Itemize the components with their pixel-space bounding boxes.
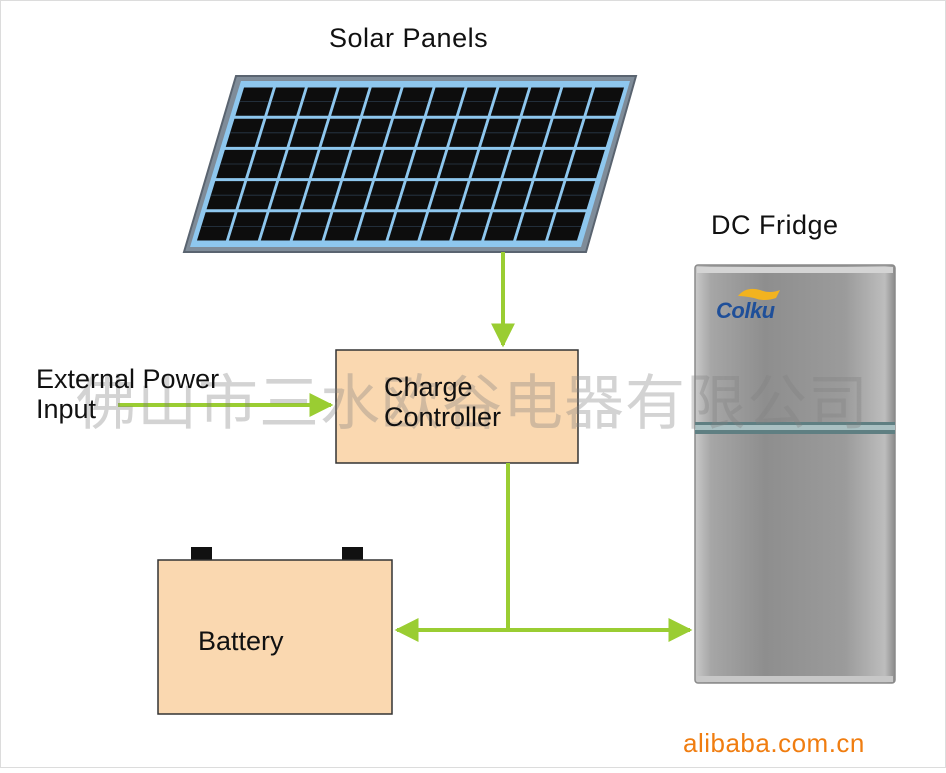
- watermark-text: 佛山市三水欧谷电器有限公司: [76, 369, 869, 439]
- battery-box: [157, 559, 393, 715]
- external-power-label: External Power Input: [36, 364, 219, 424]
- charge-controller-box: [335, 349, 579, 464]
- solar-panels-label: Solar Panels: [329, 23, 489, 53]
- fridge-door-divider-highlight: [695, 425, 895, 430]
- dc-fridge: [694, 264, 896, 684]
- dc-fridge-label: DC Fridge: [711, 210, 839, 240]
- fridge-logo-swoosh: [738, 288, 780, 300]
- solar-panel-cells: [196, 87, 625, 241]
- battery-terminal-positive: [342, 547, 363, 561]
- charge-controller-label-line1: Charge: [384, 372, 473, 402]
- external-power-label-line1: External Power: [36, 364, 220, 394]
- solar-panel: [182, 75, 638, 253]
- site-watermark: alibaba.com.cn: [683, 728, 865, 758]
- fridge-body: [694, 264, 896, 684]
- battery-terminal-negative: [191, 547, 212, 561]
- charge-controller-label: Charge Controller: [384, 372, 501, 432]
- fridge-top-edge: [697, 267, 893, 273]
- fridge-bottom-edge: [697, 676, 893, 682]
- external-power-label-line2: Input: [36, 394, 97, 424]
- battery-label: Battery: [198, 626, 284, 656]
- connection-arrows: [118, 252, 693, 642]
- battery: [157, 547, 393, 715]
- charge-controller-label-line2: Controller: [384, 402, 502, 432]
- fridge-brand-logo: Colku: [716, 298, 775, 323]
